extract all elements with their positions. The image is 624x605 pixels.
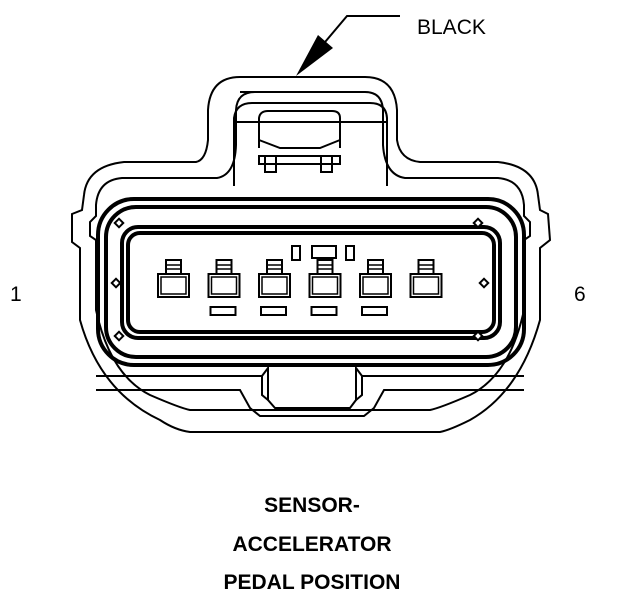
connector-title-line-1: SENSOR- [264, 494, 360, 517]
pin-cavity [207, 259, 241, 298]
pin-face-inner [126, 231, 496, 334]
seal-ring-2 [104, 205, 518, 359]
pin-cavity [308, 259, 342, 298]
connector-title-line-3: PEDAL POSITION [223, 571, 401, 594]
cavity-marker-bar [361, 306, 388, 316]
pin-cavity [359, 259, 392, 298]
pin-1-label: 1 [10, 283, 22, 306]
seal-ring-outer [96, 197, 526, 367]
notch-edge-left [261, 376, 269, 401]
alignment-diamond [113, 217, 125, 229]
alignment-diamond [110, 277, 122, 289]
pin-cavity [409, 259, 443, 298]
cavity-marker-bar [209, 306, 237, 316]
cavity-marker-bar [260, 306, 287, 316]
housing-inner-outline [89, 91, 531, 411]
connector-title-line-2: ACCELERATOR [232, 533, 392, 556]
alignment-diamond [478, 277, 490, 289]
alignment-marks [110, 217, 490, 342]
color-leader-arrow [296, 15, 400, 76]
pin-cavities [157, 259, 443, 316]
alignment-diamond [113, 330, 125, 342]
alignment-diamond [472, 330, 484, 342]
pin-cavity [157, 259, 190, 298]
bottom-notch [96, 365, 524, 409]
locking-latch [258, 110, 341, 173]
keying-features [291, 245, 355, 261]
housing-outer-outline [71, 76, 552, 433]
notch-edge-right [355, 376, 363, 401]
latch-hood [233, 102, 388, 186]
pin-cavity [258, 259, 291, 298]
cavity-marker-bar [310, 306, 338, 316]
pin-face-outer [120, 225, 502, 340]
connector-color-label: BLACK [417, 16, 486, 39]
bottom-rib [96, 389, 524, 417]
pin-6-label: 6 [574, 283, 586, 306]
alignment-diamond [472, 217, 484, 229]
